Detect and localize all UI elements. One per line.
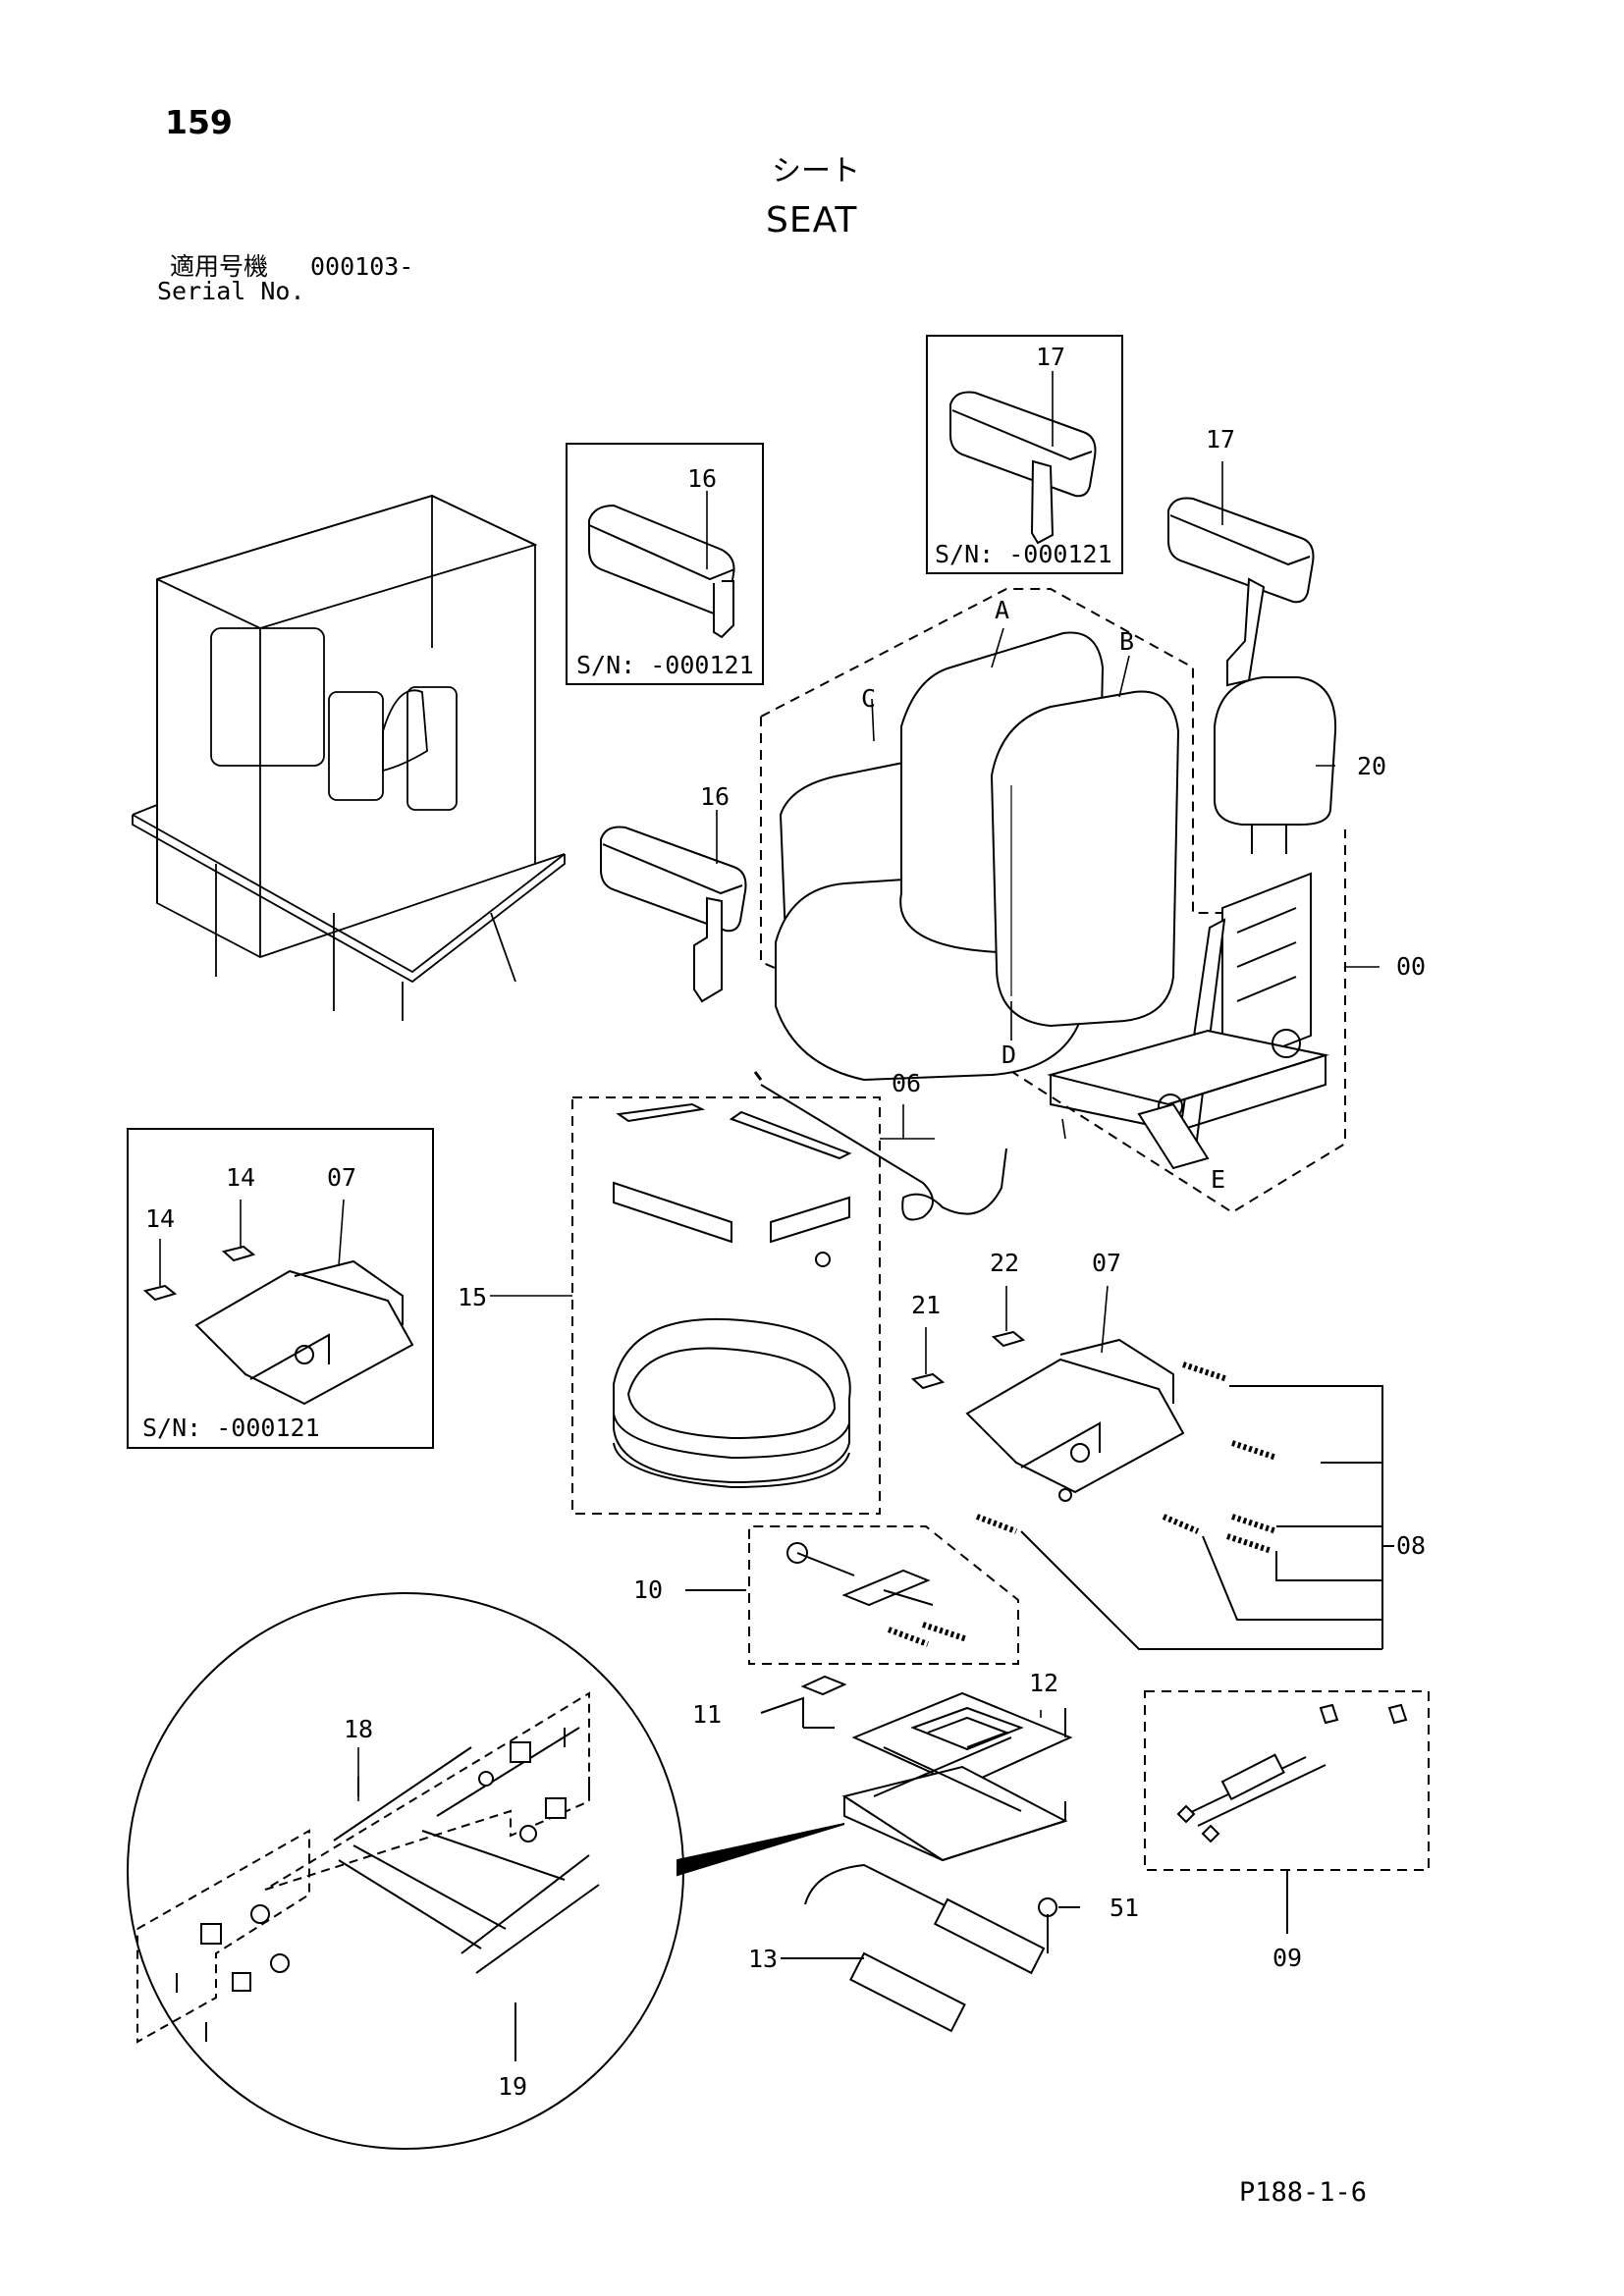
armrest-16-left [600,826,747,1003]
footer-code: P188-1-6 [1239,2177,1368,2208]
serial-note-inset-16: S/N: -000121 [576,651,754,679]
callout-C: C [861,684,876,713]
callout-A: A [995,596,1009,624]
callout-21: 21 [911,1291,941,1319]
scissor-suspension-12 [841,1691,1073,1862]
callout-22: 22 [990,1249,1019,1277]
suspension-07 [910,1330,1185,1502]
bracket-11 [760,1675,847,1729]
adjuster-kit-10 [685,1525,1019,1665]
callout-07: 07 [1092,1249,1121,1277]
seat-frame-00 [1047,872,1329,1170]
callout-11: 11 [692,1700,722,1729]
callout-E: E [1211,1165,1225,1194]
shock-absorber-09 [1144,1690,1430,1934]
serial-number-value: 000103- [310,252,414,281]
callout-17-inset: 17 [1036,343,1065,371]
callout-08: 08 [1396,1531,1426,1560]
callout-16-inset: 16 [687,464,717,493]
inset-armrest-17 [926,335,1123,574]
detail-circle-scissor [127,1592,845,2150]
callout-18: 18 [344,1715,373,1743]
serial-label-english: Serial No. [157,277,305,305]
inset-suspension-07-14 [127,1128,434,1449]
callout-07-inset: 07 [327,1163,356,1192]
callout-00: 00 [1396,952,1426,981]
callout-17-right: 17 [1206,425,1235,454]
title-japanese: シート [772,154,860,188]
callout-labels: 16 17 17 16 A B C D E 20 00 06 15 14 07 … [142,343,1426,2101]
bolt-51 [1038,1897,1080,1953]
callout-13: 13 [748,1945,778,1973]
callout-14-inset-lower: 14 [145,1204,175,1233]
handle-13 [781,1863,1046,2033]
callout-15: 15 [458,1283,487,1311]
serial-note-inset-17: S/N: -000121 [935,540,1112,568]
callout-D: D [1001,1041,1016,1069]
title-english: SEAT [766,200,858,240]
callout-06: 06 [892,1069,921,1097]
inset-armrest-16 [566,443,764,685]
slide-rails-and-boot-15 [571,1096,881,1515]
callout-09: 09 [1272,1944,1302,1972]
page-number: 159 [165,103,233,141]
springs-08 [975,1362,1394,1650]
callout-51: 51 [1110,1894,1139,1922]
callout-19: 19 [498,2072,527,2101]
armrest-17-right [1167,497,1315,687]
seat-cushions [760,588,1346,1214]
cable-06 [753,1071,1007,1221]
callout-20: 20 [1357,752,1386,780]
callout-12: 12 [1029,1669,1058,1697]
callout-B: B [1119,627,1134,656]
headrest-20 [1214,676,1337,854]
machine-cab-illustration [132,495,566,1021]
serial-note-inset-07: S/N: -000121 [142,1414,320,1442]
callout-14-inset-upper: 14 [226,1163,255,1192]
leader-lines [159,371,1380,1801]
callout-16-left: 16 [700,782,730,811]
callout-10: 10 [633,1575,663,1604]
serial-label-japanese: 適用号機 [170,252,269,281]
